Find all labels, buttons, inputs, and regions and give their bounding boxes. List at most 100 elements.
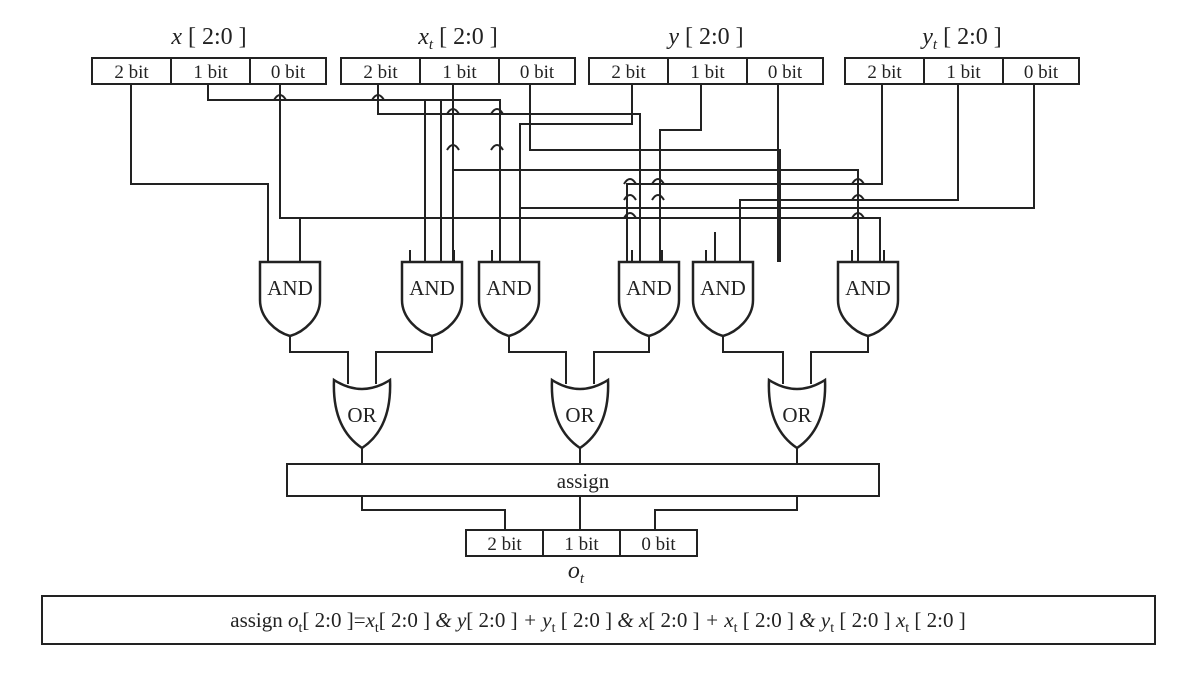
register-bit-label: 0 bit [768, 62, 803, 83]
output-title: ot [568, 558, 585, 587]
register-title: y[ 2:0 ] [666, 24, 743, 50]
wiring [130, 84, 1035, 530]
wire-hop [490, 144, 504, 151]
or-gate-label: OR [565, 403, 594, 427]
or-gate-body [550, 377, 610, 450]
wire-hop [651, 194, 665, 201]
assign-box [286, 463, 880, 497]
and-gate-5: AND [691, 260, 755, 338]
wire [279, 84, 301, 262]
register-bit-label: 0 bit [520, 62, 555, 83]
output-register: 2 bit 1 bit 0 bit ot [465, 529, 698, 587]
register-bit-label: 2 bit [611, 62, 646, 83]
wire [654, 496, 798, 530]
and-gate-label: AND [486, 276, 532, 300]
register-bit-label: 1 bit [946, 62, 981, 83]
register-bit-cell [249, 57, 327, 85]
register-bit-cell [170, 57, 251, 85]
logic-gates: AND AND AND AND AND AND OR OR OR [258, 260, 900, 450]
and-gate-body [477, 260, 541, 338]
register-4: 2 bit 1 bit 0 bit yt[ 2:0 ] [844, 24, 1080, 85]
wire [300, 217, 881, 262]
register-bit-cell [746, 57, 824, 85]
register-bit-label: 2 bit [114, 62, 149, 83]
and-gate-label: AND [409, 276, 455, 300]
wire [593, 336, 650, 384]
register-bit-label: 1 bit [690, 62, 725, 83]
register-bit-label: 0 bit [1024, 62, 1059, 83]
output-bit-label: 0 bit [641, 534, 676, 555]
wire-hop [623, 194, 637, 201]
wire [289, 336, 349, 384]
wire [508, 336, 567, 384]
and-gate-3: AND [477, 260, 541, 338]
register-bit-cell [419, 57, 500, 85]
wire [810, 336, 869, 384]
and-gate-label: AND [267, 276, 313, 300]
wire [529, 84, 781, 262]
and-gate-label: AND [626, 276, 672, 300]
or-gate-body [332, 377, 392, 450]
wire [207, 84, 501, 262]
register-bit-cell [91, 57, 172, 85]
wire [626, 84, 883, 262]
register-bit-cell [498, 57, 576, 85]
formula-block: assign ot[ 2:0 ]=xt[ 2:0 ] & y[ 2:0 ] + … [41, 595, 1156, 645]
and-gate-6: AND [836, 260, 900, 338]
wire-hop [446, 144, 460, 151]
wire-hop [651, 178, 665, 185]
and-gate-label: AND [700, 276, 746, 300]
register-bit-cell [1002, 57, 1080, 85]
and-gate-1: AND [258, 260, 322, 338]
wire-hop [851, 194, 865, 201]
and-gate-body [258, 260, 322, 338]
output-bit-label: 2 bit [487, 534, 522, 555]
or-gate-3: OR [767, 377, 827, 450]
register-bit-label: 2 bit [867, 62, 902, 83]
output-bit-label: 1 bit [564, 534, 599, 555]
wire [377, 84, 641, 262]
register-bit-cell [923, 57, 1004, 85]
wire-hop [851, 212, 865, 219]
wire-hop [446, 108, 460, 115]
register-bit-label: 0 bit [271, 62, 306, 83]
assign-label: assign [557, 469, 610, 493]
assign-block: assign [286, 463, 880, 497]
register-bit-cell [844, 57, 925, 85]
register-bit-cell [588, 57, 669, 85]
formula-box [41, 595, 1156, 645]
wire [361, 496, 506, 530]
wire-hop [851, 178, 865, 185]
wire [375, 336, 433, 384]
register-title: yt[ 2:0 ] [920, 24, 1001, 53]
or-gate-2: OR [550, 377, 610, 450]
output-bit-cell [619, 529, 698, 557]
output-bit-cell [465, 529, 544, 557]
wire-hop [273, 94, 287, 101]
wire [722, 336, 784, 384]
register-bit-cell [340, 57, 421, 85]
and-gate-body [836, 260, 900, 338]
and-gate-body [617, 260, 681, 338]
wire-hop [490, 108, 504, 115]
and-gate-body [691, 260, 755, 338]
wire [739, 84, 959, 262]
and-gate-2: AND [400, 260, 464, 338]
formula-text: assign ot[ 2:0 ]=xt[ 2:0 ] & y[ 2:0 ] + … [230, 608, 965, 636]
register-bit-label: 1 bit [442, 62, 477, 83]
register-bit-label: 1 bit [193, 62, 228, 83]
wire [130, 84, 269, 262]
wire [659, 84, 702, 262]
or-gate-label: OR [782, 403, 811, 427]
register-title: xt[ 2:0 ] [417, 24, 497, 53]
or-gate-body [767, 377, 827, 450]
register-3: 2 bit 1 bit 0 bit y[ 2:0 ] [588, 24, 824, 85]
or-gate-1: OR [332, 377, 392, 450]
and-gate-label: AND [845, 276, 891, 300]
wire [519, 84, 633, 262]
